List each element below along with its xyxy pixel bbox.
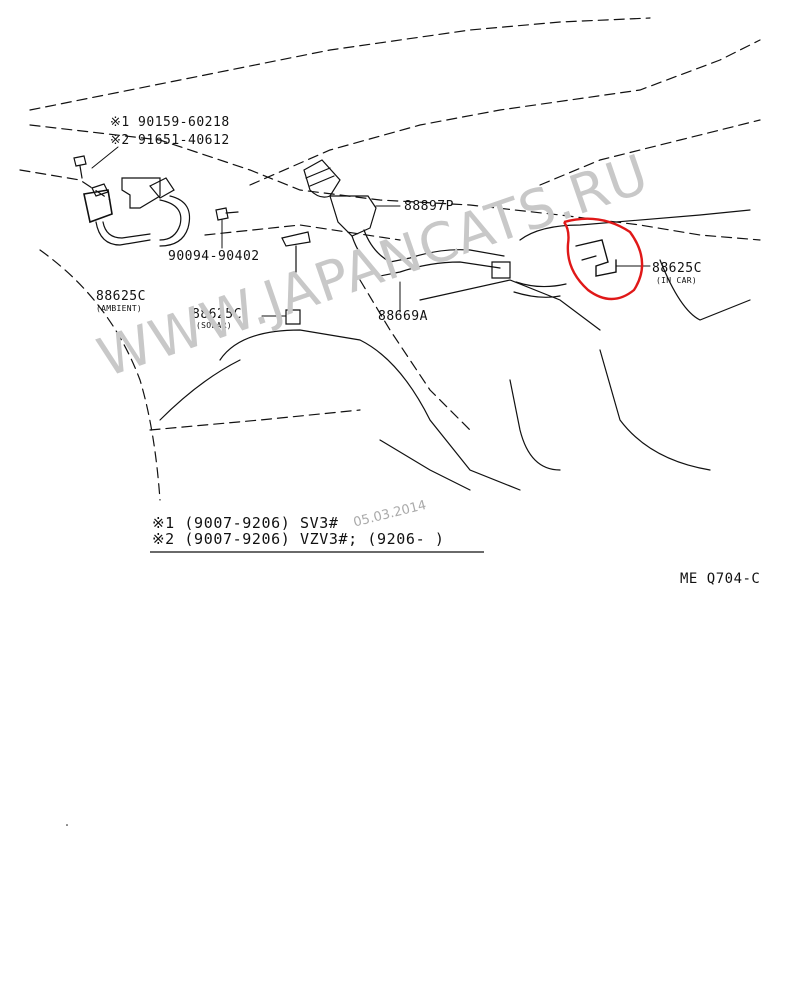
panel-vent	[419, 279, 601, 331]
dash-left-outline	[19, 169, 111, 201]
screw-icon	[215, 207, 239, 221]
part-number-incar: 88625C	[652, 261, 702, 276]
part-number-ambient: 88625C	[96, 289, 146, 304]
panel-right-lower	[509, 379, 561, 471]
ambient-sensor-plug	[91, 183, 109, 197]
dash-top-outline	[29, 124, 761, 241]
ambient-hose	[159, 199, 182, 241]
dash-right-outline	[539, 119, 761, 186]
ambient-sublabel: (AMBIENT)	[96, 304, 143, 313]
dash-mid-outline	[359, 279, 471, 431]
pillar-outline	[39, 249, 161, 501]
ambient-harness	[95, 221, 151, 246]
clip	[149, 177, 175, 199]
dash-upper-outline	[249, 39, 761, 186]
panel-left	[159, 359, 241, 421]
note-line-2: ※2 (9007-9206) VZV3#; (9206- )	[152, 530, 445, 548]
part-number-solar: 88625C	[192, 307, 242, 322]
incar-sensor-body	[575, 239, 617, 277]
duct-hose	[351, 235, 501, 277]
panel-edge	[659, 259, 751, 321]
part-number-88897p: 88897P	[404, 199, 454, 214]
part-number-90094: 90094-90402	[168, 249, 260, 264]
panel-curve	[219, 329, 521, 491]
highlight-circle	[563, 217, 644, 301]
bracket	[121, 177, 161, 209]
incar-sublabel: (IN CAR)	[656, 276, 697, 285]
windshield-outline	[29, 17, 651, 111]
stray-dot	[66, 824, 68, 826]
bolt-icon	[73, 155, 87, 179]
panel-right-box	[519, 209, 751, 241]
ambient-sensor-body	[83, 189, 113, 224]
aspirator	[303, 159, 341, 198]
part-number-88669a: 88669A	[378, 309, 428, 324]
solar-sensor-head	[281, 231, 311, 247]
solar-sublabel: (SOLAR)	[196, 321, 232, 330]
note-line-1: ※1 (9007-9206) SV3#	[152, 514, 339, 532]
diagram-code: ME Q704-C	[680, 571, 761, 587]
panel-bottom	[379, 439, 471, 491]
aspirator-base	[329, 195, 377, 237]
part-number-90159: ※1 90159-60218	[110, 115, 230, 130]
solar-sensor-plug	[285, 309, 301, 325]
panel-far-right	[599, 349, 711, 471]
dash-lower-outline	[149, 409, 361, 431]
part-number-91651: ※2 91651-40612	[110, 133, 230, 148]
duct-end	[491, 261, 511, 279]
